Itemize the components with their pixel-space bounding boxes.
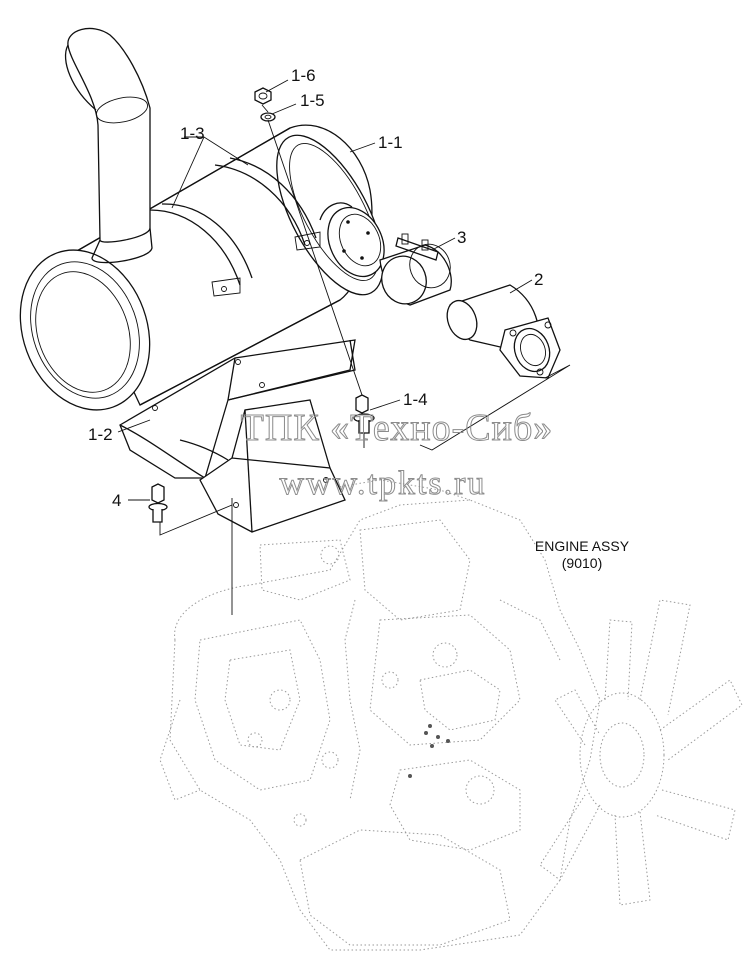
engine-assembly-drawing: [159, 479, 743, 951]
washer-1-5-drawing: [260, 112, 276, 122]
nut-1-6-drawing: [254, 87, 272, 105]
callout-3: 3: [457, 228, 466, 247]
watermark-url: www.tpkts.ru: [280, 465, 487, 502]
callout-1-1: 1-1: [378, 133, 403, 152]
watermark-company: ТПК «Техно-Сиб»: [241, 407, 554, 449]
leader-lines: [117, 79, 571, 615]
muffler-body-drawing: [19, 27, 385, 533]
callout-1-3: 1-3: [180, 124, 205, 143]
callout-4: 4: [112, 491, 121, 510]
engine-assy-code: (9010): [562, 555, 602, 571]
callout-1-5: 1-5: [300, 91, 325, 110]
engine-assy-title: ENGINE ASSY: [535, 538, 630, 554]
cooling-fan-drawing: [539, 599, 743, 906]
exhaust-pipe-drawing: [446, 284, 561, 379]
callout-1-6: 1-6: [291, 66, 316, 85]
clamp-drawing: [379, 233, 452, 306]
callout-1-4: 1-4: [403, 390, 428, 409]
callout-2: 2: [534, 270, 543, 289]
bolt-4-drawing: [148, 483, 168, 523]
callout-1-2: 1-2: [88, 425, 113, 444]
